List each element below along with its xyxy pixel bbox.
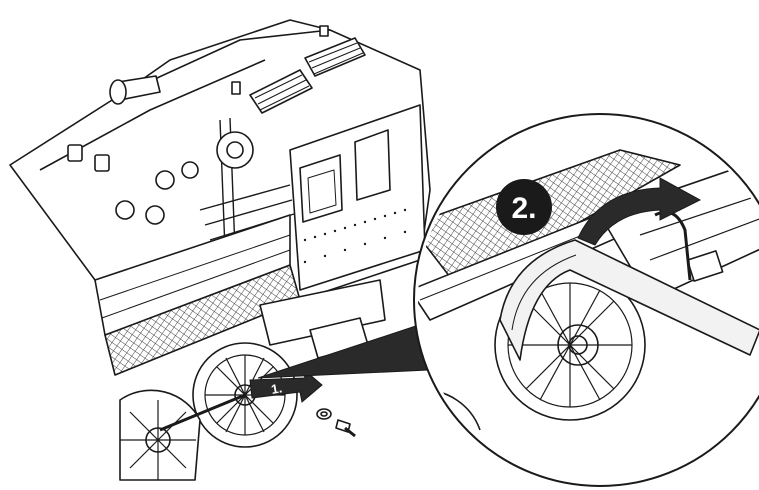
rivets — [303, 208, 407, 264]
step1-arrow-icon — [249, 366, 323, 403]
chassis-frame — [259, 279, 386, 346]
step1-label: 1. — [270, 380, 283, 397]
roof-vents — [249, 37, 366, 114]
step2-badge: 2. — [496, 179, 552, 235]
detail-pipe — [654, 210, 692, 281]
cab-door-frame — [354, 129, 391, 201]
step2-label: 2. — [511, 192, 536, 225]
cab-window — [299, 154, 343, 223]
magnified-detail — [413, 113, 759, 487]
front-wheel — [119, 389, 201, 481]
step2-arrow-icon — [577, 177, 702, 246]
boiler-fittings — [67, 25, 329, 225]
screwdriver-shaft — [159, 393, 246, 432]
removed-screw — [316, 408, 356, 438]
locomotive-model — [9, 19, 431, 481]
coupling-rod — [499, 239, 759, 361]
